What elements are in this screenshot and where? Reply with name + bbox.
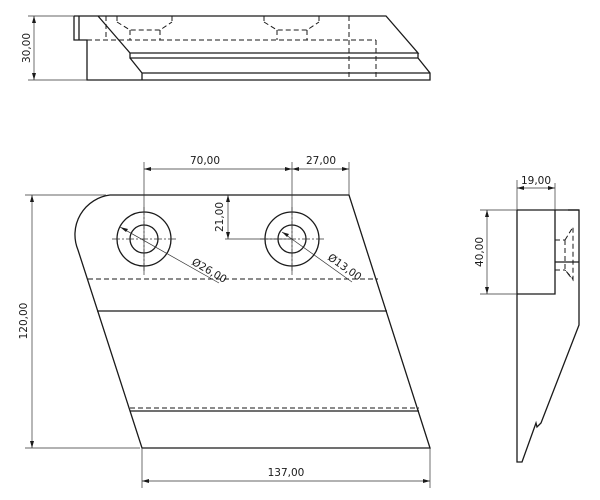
- diameter-26-leader: Ø26,00: [119, 226, 229, 286]
- hole-spacing-label: 70,00: [190, 155, 220, 167]
- block-height-label: 40,00: [474, 237, 486, 267]
- front-view: 70,00 27,00 21,00 Ø26,00 Ø13,00 120,00: [18, 155, 431, 488]
- dimension-70: 70,00: [143, 155, 293, 275]
- height-label: 120,00: [18, 303, 30, 340]
- height-dimension-label: 30,00: [21, 33, 33, 63]
- diameter-13-leader: Ø13,00: [281, 231, 364, 283]
- dimension-137: 137,00: [141, 448, 431, 488]
- top-view: 30,00: [21, 15, 431, 81]
- outer-diameter-label: Ø26,00: [190, 256, 229, 286]
- dimension-21: 21,00: [214, 195, 292, 240]
- thickness-label: 19,00: [521, 175, 551, 187]
- dimension-120: 120,00: [18, 194, 140, 449]
- dimension-40: 40,00: [474, 209, 517, 295]
- width-label: 137,00: [268, 467, 305, 479]
- edge-offset-label: 27,00: [306, 155, 336, 167]
- dimension-27: 27,00: [292, 155, 350, 195]
- side-view: 19,00 40,00: [474, 175, 580, 463]
- dimension-19: 19,00: [516, 175, 556, 210]
- hole-vertical-label: 21,00: [214, 202, 226, 232]
- dimension-30: 30,00: [21, 15, 87, 81]
